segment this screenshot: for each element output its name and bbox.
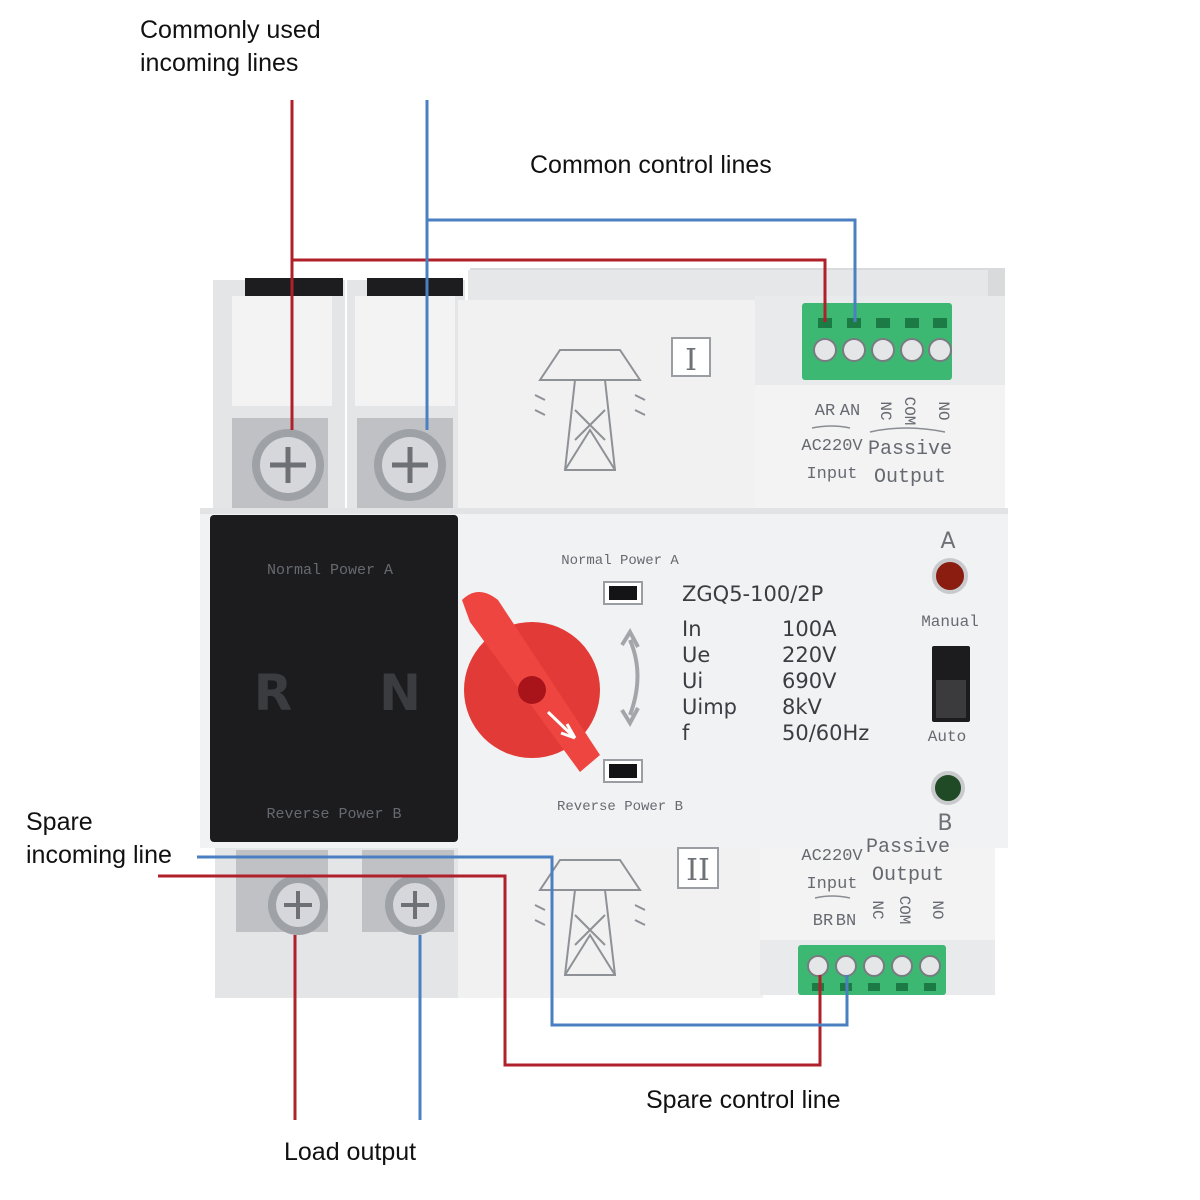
top-slot-left (245, 278, 343, 296)
label-nc-b: NC (868, 900, 886, 919)
switch-label-manual: Manual (921, 613, 979, 631)
label-ac220v-b: AC220V (801, 847, 863, 866)
top-slot-right (367, 278, 463, 296)
terminal-labels-top: AR AN NC COM NO AC220V Passive Input Out… (801, 397, 952, 489)
screw-top-left (252, 429, 324, 501)
panel-label-reverse-power-b: Reverse Power B (557, 799, 683, 815)
svg-text:I: I (685, 343, 697, 378)
spec-key: Ui (682, 669, 703, 693)
terminal-block-bottom (798, 945, 946, 995)
screw-bottom-left (268, 875, 328, 935)
panel-label-normal-power-a: Normal Power A (561, 553, 679, 569)
label-passive: Passive (868, 438, 952, 461)
label-com-b: COM (895, 896, 913, 925)
callout-line: incoming line (26, 841, 172, 869)
spec-value: 50/60Hz (782, 721, 869, 745)
cover-label-normal-power-a: Normal Power A (267, 562, 393, 579)
callout-load-output: Load output (284, 1138, 417, 1166)
pylon-icon (534, 859, 646, 976)
callout-common-control-lines: Common control lines (530, 151, 772, 179)
label-input: Input (806, 465, 857, 484)
window-b (609, 764, 637, 778)
spec-value: 100A (782, 617, 837, 641)
screw-top-right (374, 429, 446, 501)
indicator-label-b: B (937, 811, 952, 836)
callout-spare-control-line: Spare control line (646, 1086, 841, 1114)
label-com: COM (900, 397, 918, 426)
label-ar: AR (815, 402, 835, 421)
section-marker-ii: II (677, 847, 719, 889)
wires-red (158, 100, 827, 1120)
handle-arrow-icon (546, 710, 577, 740)
rotary-handle[interactable] (462, 592, 600, 772)
label-no: NO (934, 401, 952, 420)
terminal-block-top (802, 303, 952, 380)
label-br: BR (813, 912, 833, 931)
callout-line: Commonly used (140, 16, 321, 44)
svg-text:II: II (686, 853, 710, 888)
model-number: ZGQ5-100/2P (682, 582, 823, 606)
pole-label-n: N (379, 664, 421, 722)
label-output-b: Output (872, 864, 944, 887)
wires-blue (197, 100, 857, 1120)
spec-key: Uimp (682, 695, 737, 719)
label-nc: NC (876, 401, 894, 420)
pylon-icon (534, 349, 646, 471)
label-an: AN (840, 402, 860, 421)
window-a (609, 586, 637, 600)
cover-label-reverse-power-b: Reverse Power B (266, 806, 401, 823)
led-a-icon (932, 558, 968, 594)
spec-key: In (682, 617, 702, 641)
switch-label-auto: Auto (928, 728, 966, 746)
callout-line: incoming lines (140, 49, 299, 77)
front-panel: Normal Power A Reverse Power B ZGQ5-100/… (557, 529, 979, 836)
section-marker-i: I (671, 337, 711, 378)
label-no-b: NO (928, 900, 946, 919)
callout-commonly-used-incoming-lines: Commonly used incoming lines (140, 14, 321, 80)
spec-key: Ue (682, 643, 710, 667)
callout-spare-incoming-line: Spare incoming line (26, 806, 172, 872)
spec-value: 8kV (782, 695, 823, 719)
rotation-arrow-icon (628, 639, 640, 716)
spec-value: 690V (782, 669, 837, 693)
screw-bottom-right (385, 875, 445, 935)
pole-label-r: R (254, 664, 293, 722)
callout-line: Spare (26, 808, 93, 836)
terminal-labels-bottom: AC220V Passive Input Output BR BN NC COM… (801, 836, 950, 931)
black-cover: Normal Power A R N Reverse Power B (210, 515, 458, 842)
label-passive-b: Passive (866, 836, 950, 859)
label-output: Output (874, 466, 946, 489)
label-bn: BN (836, 912, 856, 931)
led-b-icon (931, 771, 965, 805)
label-ac220v: AC220V (801, 437, 863, 456)
indicator-label-a: A (940, 529, 955, 554)
spec-key: f (682, 721, 690, 745)
spec-value: 220V (782, 643, 837, 667)
label-input-b: Input (806, 875, 857, 894)
